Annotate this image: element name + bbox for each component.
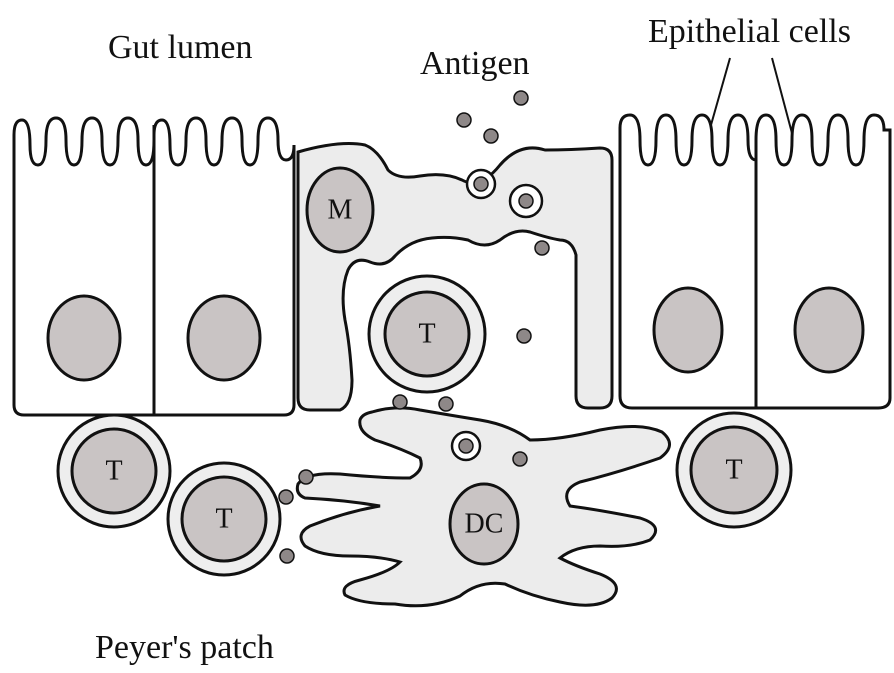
antigen-particle	[535, 241, 549, 255]
antigen-particle	[519, 194, 533, 208]
antigen-particle	[279, 490, 293, 504]
antigen-particle	[484, 129, 498, 143]
epithelial-cells-label: Epithelial cells	[648, 13, 851, 50]
t-cell-right-label: T	[725, 454, 742, 485]
t-cell-pocket-label: T	[418, 318, 435, 349]
antigen-particle	[280, 549, 294, 563]
antigen-label: Antigen	[420, 45, 530, 82]
antigen-particle	[459, 439, 473, 453]
antigen-particle	[513, 452, 527, 466]
epithelial-nucleus-2	[188, 296, 260, 380]
m-cell-label: M	[328, 194, 353, 225]
t-cell-left-2-label: T	[215, 503, 232, 534]
t-cell-left-1-label: T	[105, 455, 122, 486]
dendritic-cell-label: DC	[465, 508, 504, 539]
antigen-particle	[299, 470, 313, 484]
gut-lumen-label: Gut lumen	[108, 29, 252, 66]
antigen-particle	[474, 177, 488, 191]
peyers-patch-label: Peyer's patch	[95, 629, 274, 666]
antigen-particle	[517, 329, 531, 343]
epithelial-nucleus-1	[48, 296, 120, 380]
epithelial-nucleus-4	[795, 288, 863, 372]
antigen-particle	[439, 397, 453, 411]
antigen-particle	[514, 91, 528, 105]
antigen-particle	[393, 395, 407, 409]
antigen-particle	[457, 113, 471, 127]
epithelial-nucleus-3	[654, 288, 722, 372]
